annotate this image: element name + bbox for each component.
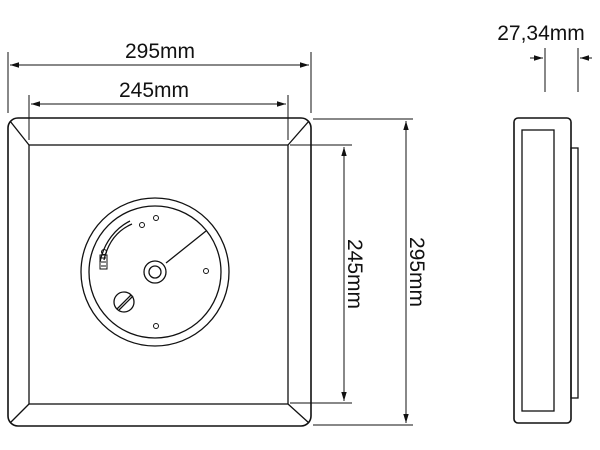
outer-height-label: 295mm — [405, 237, 428, 307]
mounting-plate — [80, 197, 230, 347]
side-view: 27,34mm — [497, 22, 592, 424]
inner-width-label: 245mm — [119, 79, 189, 102]
bevel-top-right — [287, 120, 310, 146]
dim-inner-width: 245mm — [31, 79, 286, 107]
outer-width-label: 295mm — [125, 40, 195, 63]
dim-outer-height: 295mm — [403, 121, 428, 423]
dim-inner-height: 245mm — [341, 147, 366, 401]
outer-frame — [7, 117, 312, 427]
mount-hole — [203, 268, 209, 274]
mount-hole — [153, 323, 159, 329]
mount-hole — [139, 222, 145, 228]
mount-hole — [153, 215, 159, 221]
slotted-screw-icon — [113, 291, 135, 313]
side-lip — [570, 147, 579, 399]
depth-label: 27,34mm — [497, 22, 585, 45]
front-view: 295mm 245mm 245mm 295mm — [7, 40, 428, 427]
bevel-bottom-left — [9, 403, 30, 424]
inner-height-label: 245mm — [343, 239, 366, 309]
bevel-bottom-right — [287, 403, 310, 424]
central-nut — [143, 260, 167, 284]
dim-outer-width: 295mm — [10, 40, 309, 68]
side-inner-wall — [521, 129, 555, 412]
bevel-top-left — [9, 120, 30, 146]
wire-connector-icon — [99, 220, 133, 270]
inner-panel — [28, 144, 289, 405]
